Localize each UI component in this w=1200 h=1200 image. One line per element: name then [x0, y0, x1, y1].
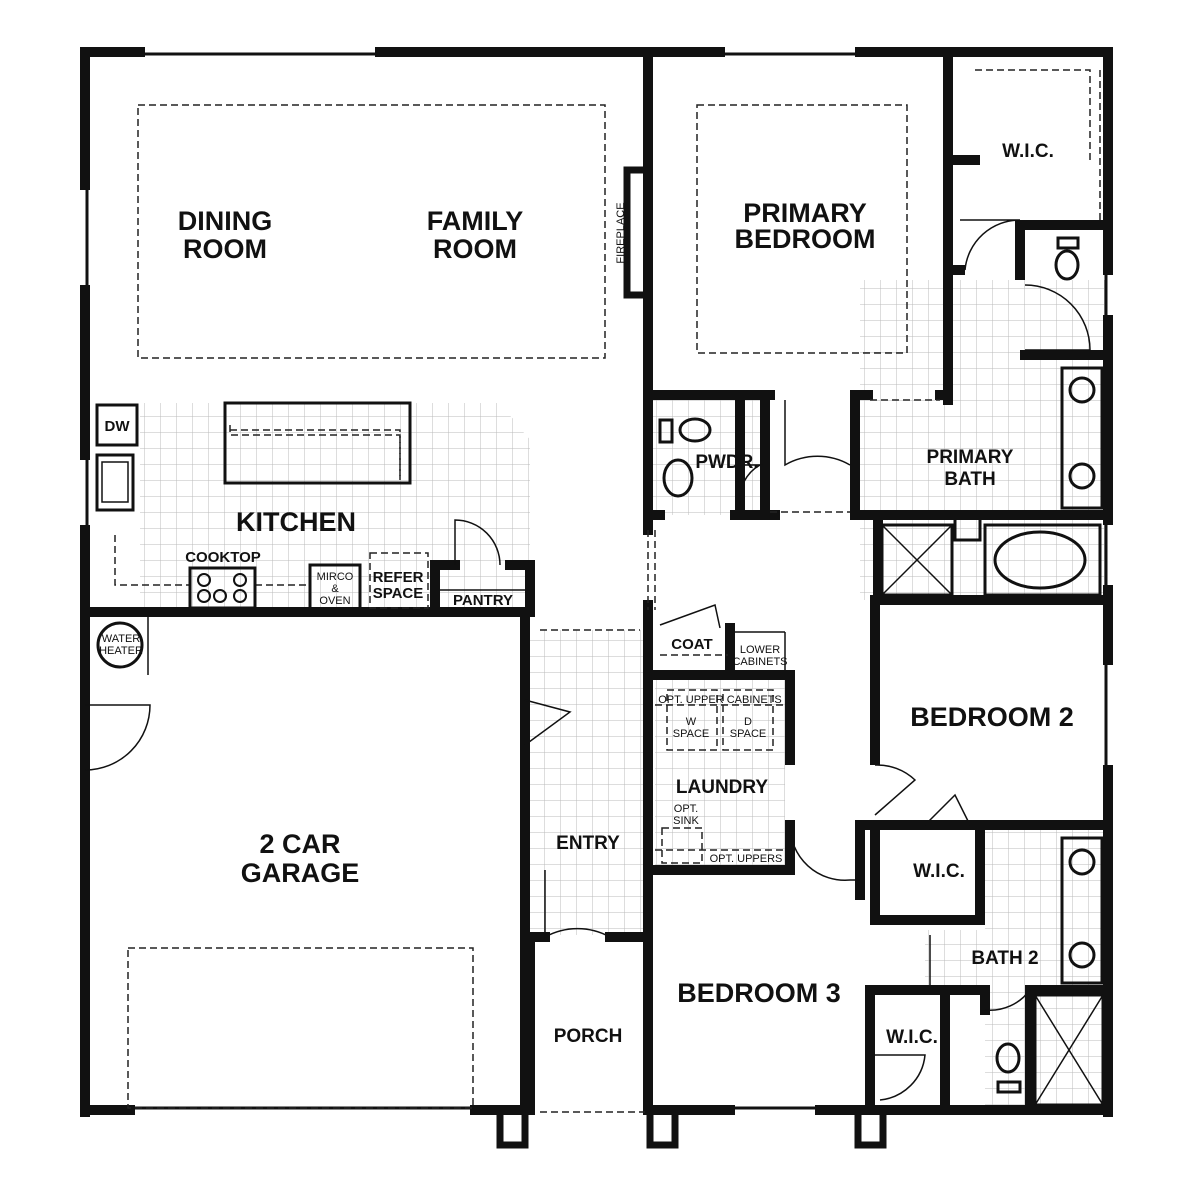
kitchen-fixtures	[95, 401, 429, 675]
bath2-label: BATH 2	[971, 948, 1038, 969]
washer-space	[666, 689, 718, 751]
opt-uppers-label: OPT. UPPERS	[710, 853, 783, 865]
pantry-door	[454, 519, 501, 566]
garage-house-door	[84, 704, 151, 771]
porch-label: PORCH	[554, 1026, 623, 1047]
wic-primary-label: W.I.C.	[1002, 141, 1054, 162]
coat-label: COAT	[671, 636, 712, 653]
pwdr-label: PWDR.	[695, 452, 758, 473]
entry-label: ENTRY	[556, 833, 620, 854]
cooktop	[188, 566, 257, 610]
wic-bed3-door	[875, 1054, 926, 1101]
water-heater	[96, 621, 144, 669]
bath2-door	[984, 989, 1031, 1011]
opt-sink	[661, 827, 703, 864]
opt-upper-cabinets-label: OPT. UPPER CABINETS	[658, 694, 781, 706]
bath-fixtures	[655, 236, 1105, 1107]
garage-entry-door	[524, 699, 572, 746]
sink	[95, 453, 135, 512]
tile-floors	[140, 280, 1105, 1110]
kitchen-label: KITCHEN	[236, 507, 356, 537]
wic-bed3-label: W.I.C.	[886, 1027, 938, 1048]
bedroom3-label: BEDROOM 3	[677, 978, 841, 1008]
wic-bed2-door	[924, 793, 971, 826]
coat-door	[659, 604, 721, 629]
toilet-room-door	[1024, 284, 1091, 351]
bedroom2-label: BEDROOM 2	[910, 702, 1074, 732]
dw-label: DW	[105, 418, 131, 435]
micro-oven-label: MIRCO&OVEN	[317, 571, 354, 607]
walls	[80, 47, 1113, 1149]
wic-bed2-label: W.I.C.	[913, 861, 965, 882]
ceiling-outlines	[114, 69, 1101, 1113]
refrigerator-space	[369, 552, 429, 609]
cooktop-label: COOKTOP	[185, 549, 261, 566]
opt-sink-label: OPT.SINK	[673, 803, 699, 827]
wic-door	[960, 219, 1021, 271]
dryer-space	[722, 689, 774, 751]
laundry-label: LAUNDRY	[676, 777, 769, 798]
dishwasher	[95, 403, 139, 447]
fireplace-label: FIREPLACE	[615, 202, 627, 263]
laundry-door	[789, 824, 860, 881]
hall-door	[784, 400, 851, 467]
doors[interactable]	[84, 219, 1091, 1101]
pwdr-door	[738, 464, 763, 506]
microwave-oven	[308, 563, 362, 612]
entry-door	[544, 870, 611, 939]
bedroom2-door	[874, 764, 917, 816]
pantry-label: PANTRY	[453, 592, 513, 609]
